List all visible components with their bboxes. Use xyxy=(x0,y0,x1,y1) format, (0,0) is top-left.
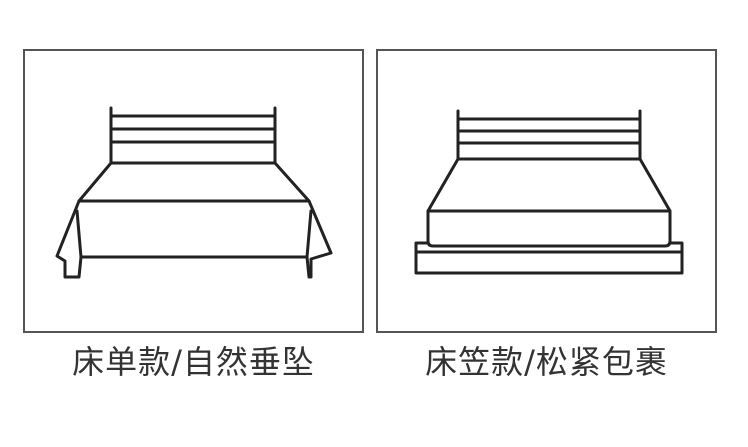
bed-with-fitted-sheet-icon xyxy=(414,109,684,275)
flat-sheet-caption: 床单款/自然垂坠 xyxy=(72,343,315,381)
fitted-sheet-caption: 床笠款/松紧包裹 xyxy=(425,343,668,381)
bed-with-flat-sheet-icon xyxy=(55,106,333,279)
fitted-sheet-panel xyxy=(376,49,717,333)
flat-sheet-panel xyxy=(23,49,364,333)
